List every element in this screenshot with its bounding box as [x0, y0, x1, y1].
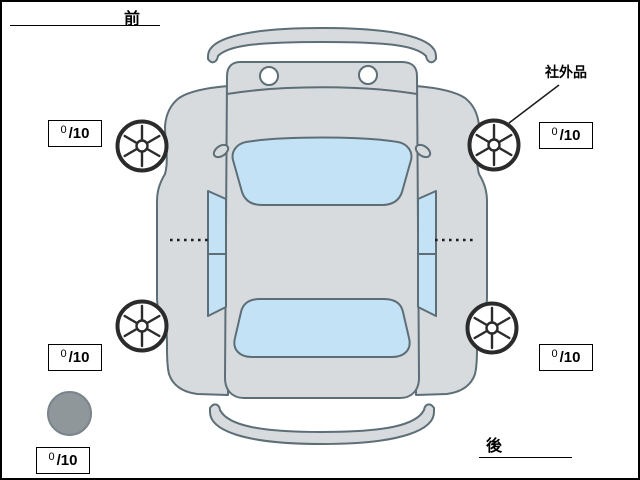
cowl-line	[226, 86, 418, 95]
tire-score-denominator: /10	[56, 452, 78, 469]
front-bumper	[207, 27, 437, 64]
aftermarket-part-label: 社外品	[545, 64, 587, 80]
front-label-underline	[10, 25, 160, 26]
right-mirror	[414, 143, 432, 159]
tire-score-denominator: /10	[68, 125, 90, 142]
left-mirror	[212, 143, 230, 159]
cowl-circle-left	[259, 66, 279, 86]
wheel-rear-right-icon	[465, 301, 519, 355]
rear-label: 後	[486, 438, 504, 455]
wheel-rear-left-icon	[115, 299, 169, 353]
tire-score-denominator: /10	[559, 127, 581, 144]
tire-score-value: 0	[48, 450, 55, 463]
front-label: 前	[124, 11, 142, 28]
aftermarket-callout-line	[508, 84, 560, 124]
tire-score-value: 0	[551, 347, 558, 360]
tire-score-denominator: /10	[559, 349, 581, 366]
spare-tire-circle-icon	[47, 391, 92, 436]
tire-score-rear-right: 0 /10	[539, 344, 593, 371]
tire-score-rear-left: 0 /10	[48, 344, 102, 371]
windshield	[231, 136, 413, 206]
tire-score-denominator: /10	[68, 349, 90, 366]
rear-window	[233, 298, 411, 358]
wheel-front-left-icon	[115, 119, 169, 173]
tire-score-value: 0	[60, 347, 67, 360]
wheel-front-right-icon	[467, 118, 521, 172]
tire-score-value: 0	[60, 123, 67, 136]
tire-score-spare: 0 /10	[36, 447, 90, 474]
tire-score-front-right: 0 /10	[539, 122, 593, 149]
tire-score-value: 0	[551, 125, 558, 138]
cowl-circle-right	[358, 65, 378, 85]
rear-bumper	[209, 403, 435, 445]
tire-score-front-left: 0 /10	[48, 120, 102, 147]
rear-label-underline	[479, 457, 572, 458]
